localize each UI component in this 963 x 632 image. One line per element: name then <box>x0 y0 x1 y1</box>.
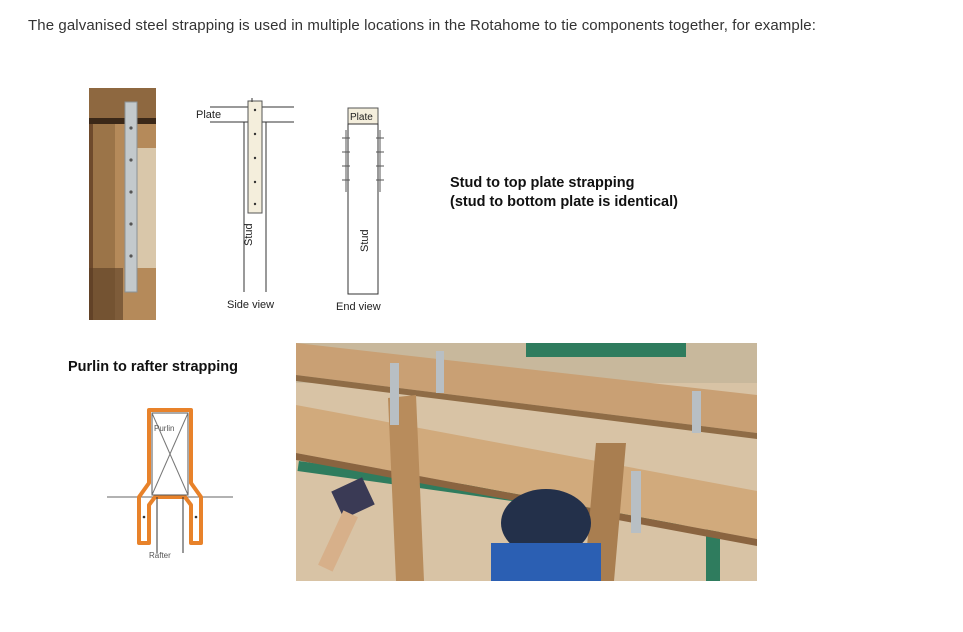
side-plate-label: Plate <box>196 109 221 121</box>
side-stud-label: Stud <box>243 223 255 246</box>
stud-strapping-photo <box>89 88 156 320</box>
stud-strapping-caption: Stud to top plate strapping (stud to bot… <box>450 174 678 212</box>
purlin-strapping-photo <box>296 343 757 581</box>
stud-caption-line1: Stud to top plate strapping <box>450 175 635 191</box>
purlin-label: Purlin <box>154 424 174 433</box>
side-view-diagram: Plate Stud Side view <box>196 98 294 311</box>
end-stud-label: Stud <box>359 229 371 252</box>
purlin-rafter-diagram: Purlin Rafter <box>107 408 233 560</box>
purlin-strapping-caption: Purlin to rafter strapping <box>68 359 238 375</box>
end-view-diagram: Plate Stud End view <box>336 107 384 313</box>
end-plate-label: Plate <box>350 112 373 123</box>
end-view-label: End view <box>336 301 381 313</box>
side-view-label: Side view <box>227 299 274 311</box>
rafter-label: Rafter <box>149 551 171 560</box>
intro-text: The galvanised steel strapping is used i… <box>28 17 816 34</box>
stud-caption-line2: (stud to bottom plate is identical) <box>450 194 678 210</box>
